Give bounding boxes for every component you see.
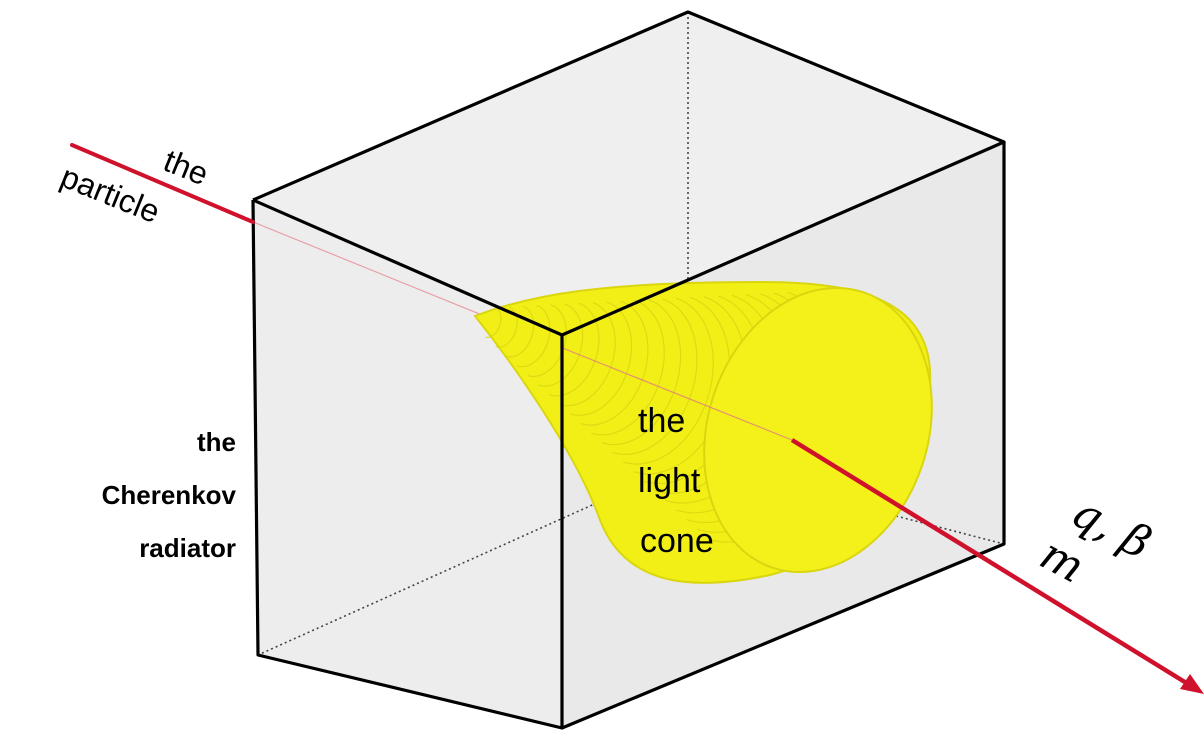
radiator-label-line2: Cherenkov bbox=[102, 480, 237, 510]
radiator-label-line1: the bbox=[197, 427, 236, 457]
cone-label-line2: light bbox=[638, 462, 701, 500]
particle-label-line2: particle bbox=[56, 158, 165, 230]
cone-label-line3: cone bbox=[640, 522, 714, 560]
cone-label-line1: the bbox=[638, 402, 685, 440]
particle-arrowhead bbox=[1180, 674, 1204, 694]
radiator-label-line3: radiator bbox=[139, 533, 236, 563]
